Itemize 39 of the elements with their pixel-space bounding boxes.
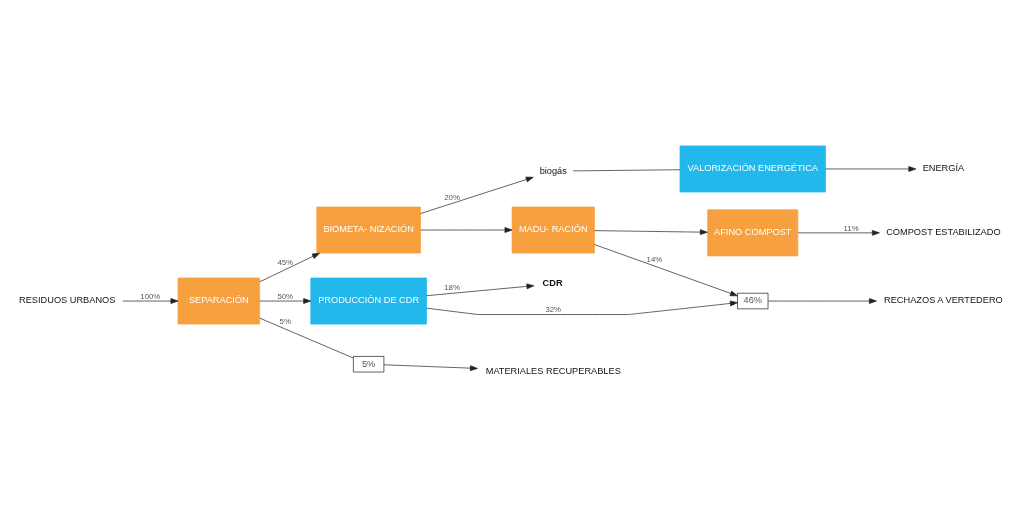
node-text: MATERIALES RECUPERABLES: [485, 365, 621, 376]
arrow: [593, 228, 708, 235]
edge-label: 45%: [276, 257, 293, 267]
arrow: [419, 226, 512, 233]
edge-label: 11%: [843, 223, 859, 233]
connector: [572, 168, 680, 171]
edge-label: 32%: [544, 304, 561, 314]
node-text: RECHAZOS A VERTEDERO: [883, 294, 1003, 305]
edge-label: 14%: [646, 254, 662, 264]
edge-label: 20%: [443, 192, 460, 202]
arrow: [258, 297, 311, 304]
arrow: [258, 252, 320, 282]
node-box: 46%: [736, 292, 768, 309]
node-text: COMPOST ESTABILIZADO: [885, 226, 1001, 237]
node-text: biogás: [539, 165, 567, 176]
arrow: [419, 176, 534, 214]
edge-label: 50%: [276, 291, 293, 301]
node-box: SEPARACIÓN: [177, 277, 260, 324]
edge-label: 18%: [443, 282, 460, 292]
arrow: [425, 283, 534, 296]
arrow: [121, 297, 178, 304]
node-text: ENERGÍA: [922, 162, 964, 173]
edge-label: 100%: [139, 291, 160, 301]
node-text: RESIDUOS URBANOS: [18, 294, 115, 305]
arrow: [593, 243, 738, 296]
edge-label: 5%: [279, 316, 291, 326]
node-box: MADU- RACIÓN: [511, 206, 595, 253]
node-box: 5%: [352, 355, 384, 372]
node-box: PRODUCCIÓN DE CDR: [309, 277, 427, 324]
arrow: [797, 229, 880, 236]
connector: [258, 317, 353, 358]
arrow: [383, 363, 478, 371]
arrow: [767, 297, 877, 304]
node-box: BIOMETA- NIZACIÓN: [315, 206, 421, 253]
node-text: CDR: [542, 277, 563, 288]
node-box: VALORIZACIÓN ENERGÉTICA: [679, 145, 826, 192]
node-box: AFINO COMPOST: [706, 208, 798, 256]
arrow: [824, 165, 916, 172]
arrow: [425, 300, 738, 315]
